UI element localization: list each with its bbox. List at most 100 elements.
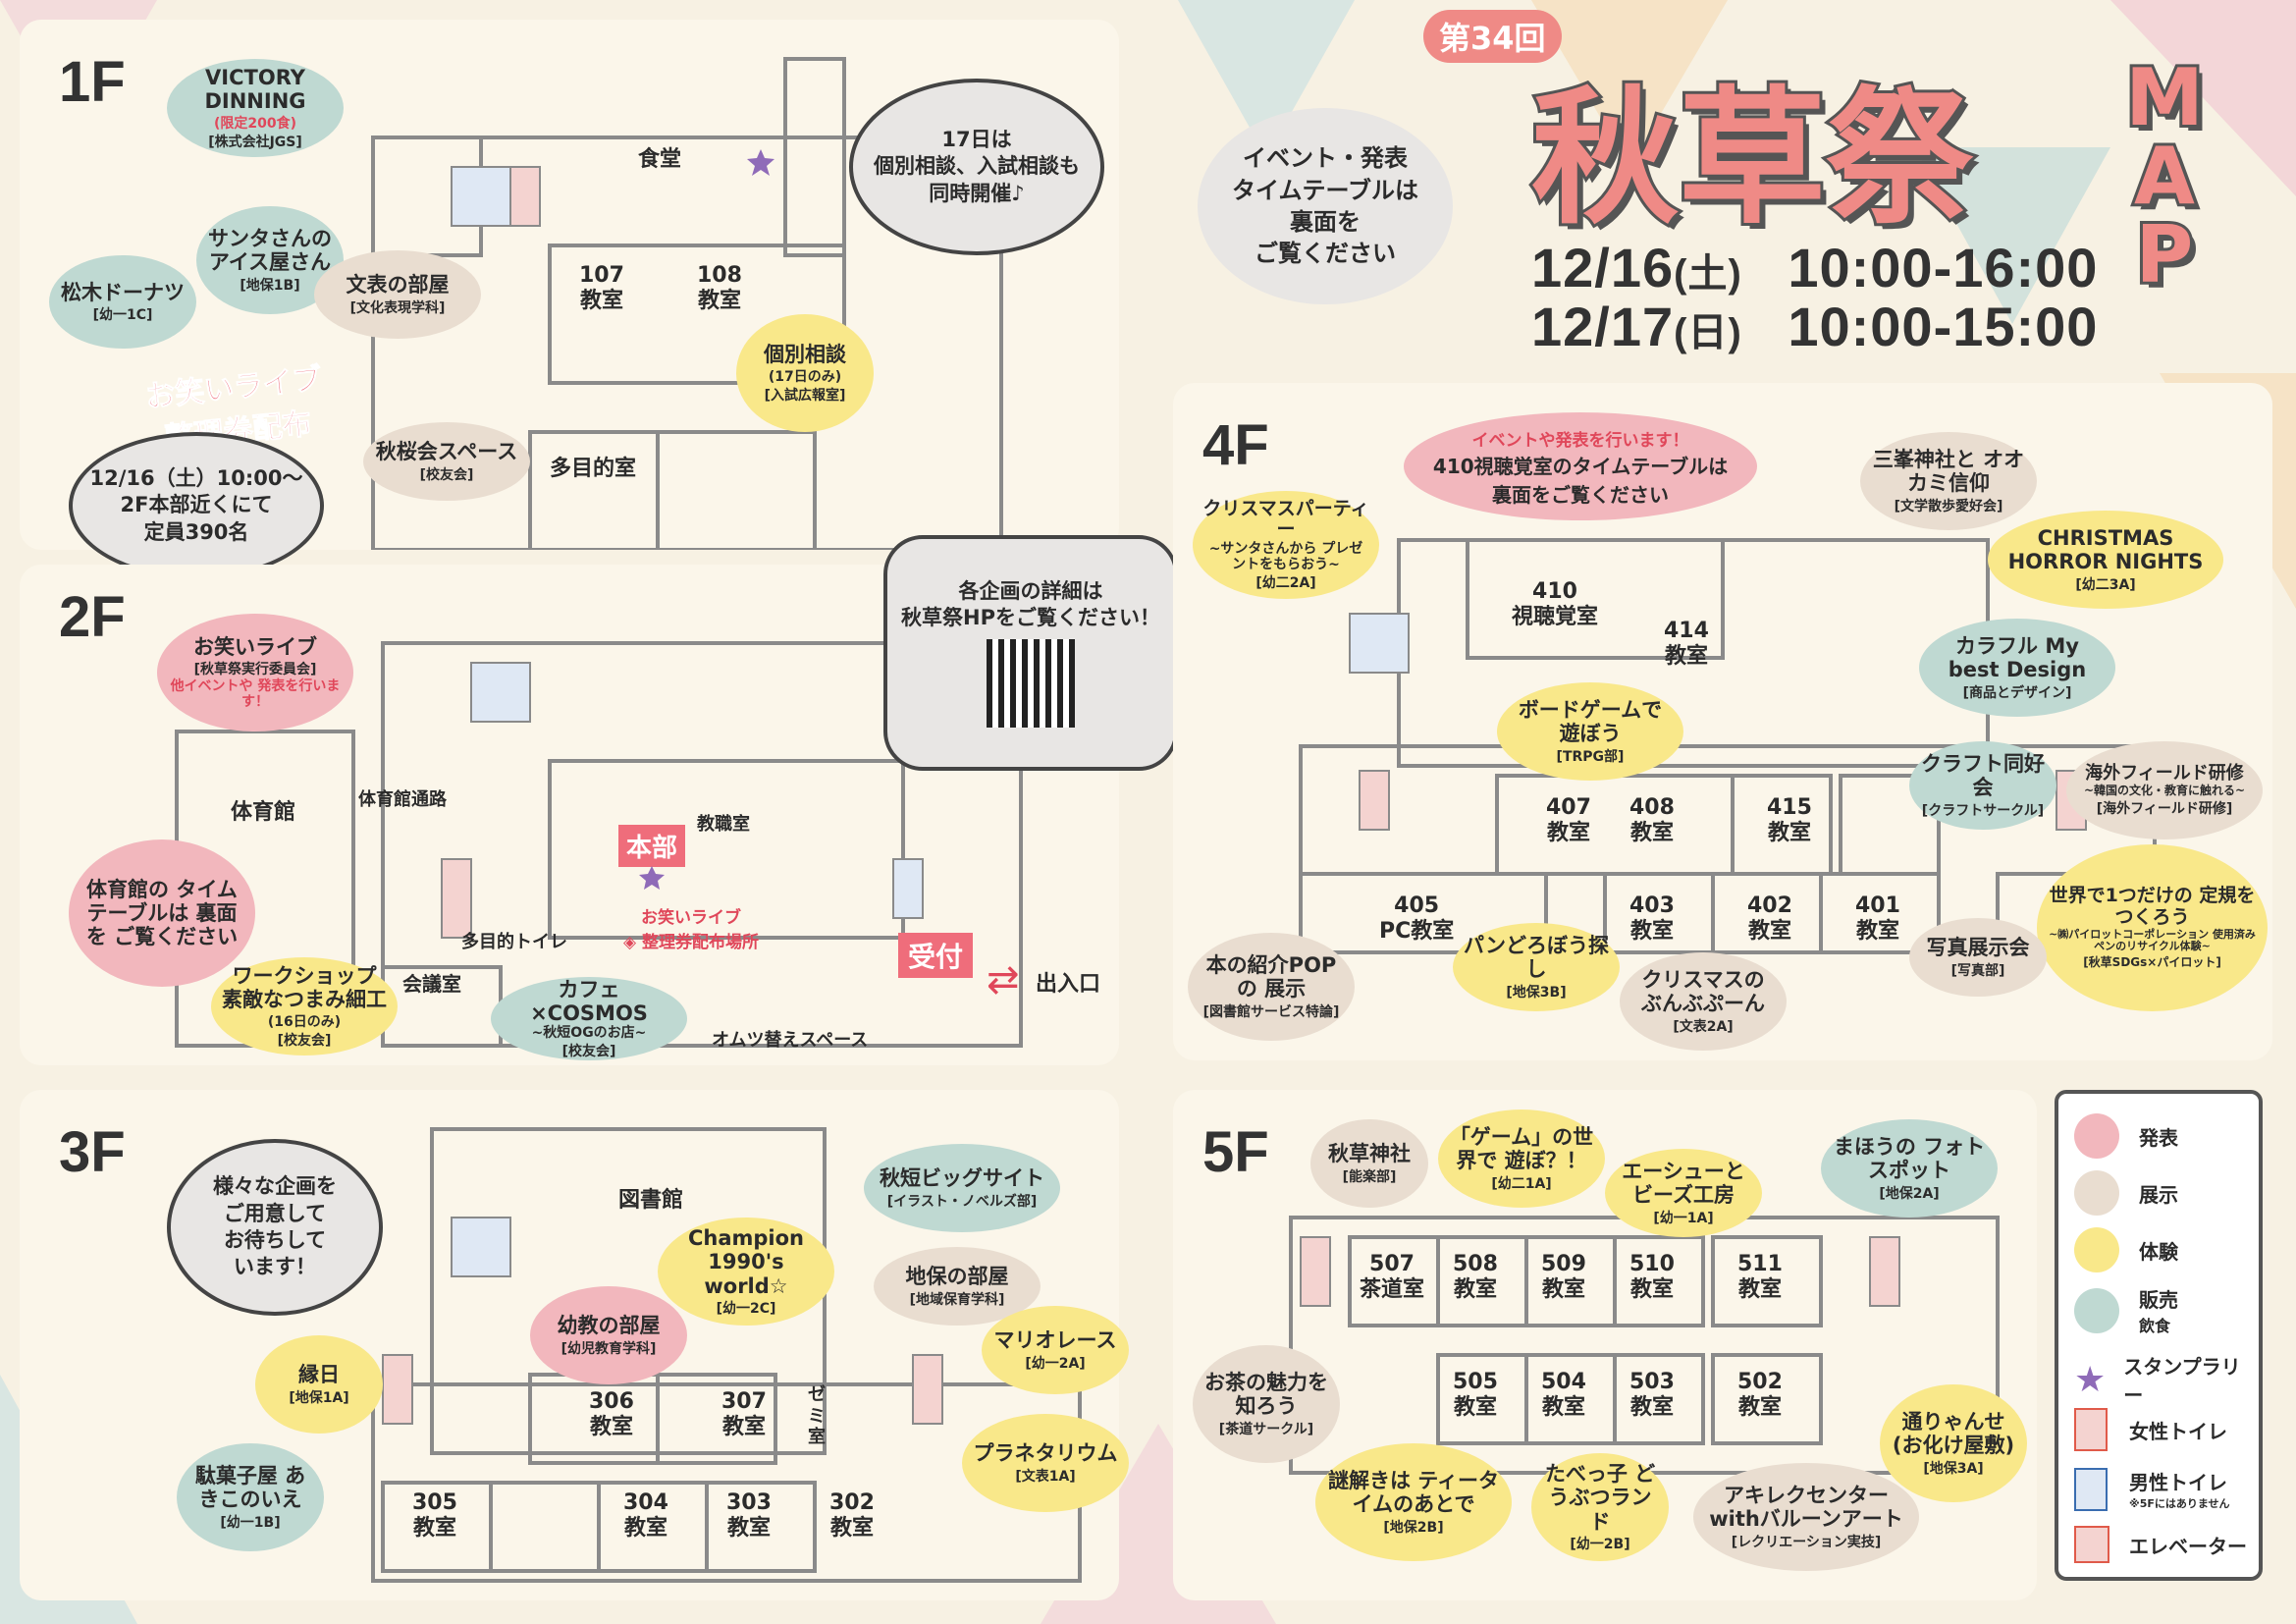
bubble-workshop-tsumami[interactable]: ワークショップ 素敵なつまみ細工 (16日のみ) [校友会] [211, 957, 398, 1056]
bubble-matsuki-donut[interactable]: 松木ドーナツ [幼一1C] [49, 255, 196, 349]
room-gym: 体育館 [231, 800, 296, 825]
bubble-photo-exhibit[interactable]: 写真展示会 [写真部] [1909, 918, 2047, 997]
bubble-bunpyo-room[interactable]: 文表の部屋 [文化表現学科] [314, 250, 481, 339]
room-504: 504 教室 [1541, 1370, 1586, 1421]
room-508: 508 教室 [1453, 1252, 1498, 1303]
floor-2f-panel: 2F 体育館 体育館通路 教職室 多目的トイレ 会議室 オムツ替えスペース 出入… [20, 535, 1178, 1065]
room-multipurpose-toilet: 多目的トイレ [461, 932, 567, 952]
bubble-tea-charm[interactable]: お茶の魅力を 知ろう [茶道サークル] [1193, 1345, 1340, 1463]
bubble-mitsumine-shrine[interactable]: 三峯神社と オオカミ信仰 [文学散歩愛好会] [1860, 432, 2037, 530]
bubble-ruler-making[interactable]: 世界で1つだけの 定規をつくろう ~㈱パイロットコーポレーション 使用済みペンの… [2037, 844, 2268, 1011]
timetable-note: イベント・発表 タイムテーブルは 裏面を ご覧ください [1198, 108, 1453, 304]
legend-presentation: 発表 [2074, 1113, 2178, 1159]
floor-label: 2F [59, 585, 126, 649]
bubble-chiho-room[interactable]: 地保の部屋 [地域保育学科] [874, 1247, 1041, 1326]
room-108: 108 教室 [697, 263, 742, 314]
female-toilet-icon [2074, 1408, 2108, 1451]
date-day2: 12/17(日) 10:00-15:00 [1531, 296, 2099, 357]
room-107: 107 教室 [579, 263, 624, 314]
bubble-overseas-field[interactable]: 海外フィールド研修 ~韓国の文化・教育に触れる~ [海外フィールド研修] [2066, 741, 2263, 839]
room-502: 502 教室 [1737, 1370, 1783, 1421]
room-402: 402 教室 [1747, 893, 1792, 945]
bubble-champion-1990[interactable]: Champion 1990's world☆ [幼一2C] [658, 1218, 834, 1326]
room-cafeteria: 食堂 [638, 147, 682, 172]
legend-sales: 販売飲食 [2074, 1284, 2178, 1336]
bubble-kobetsu-soudan[interactable]: 個別相談 (17日のみ) [入試広報室] [736, 314, 874, 432]
date-day1: 12/16(土) 10:00-16:00 [1531, 237, 2099, 298]
bubble-board-game[interactable]: ボードゲームで 遊ぼう [TRPG部] [1497, 682, 1683, 781]
edition-badge: 第34回 [1423, 10, 1562, 63]
room-408: 408 教室 [1629, 795, 1675, 846]
bubble-magic-photospot[interactable]: まほうの フォトスポット [地保2A] [1821, 1119, 1998, 1218]
room-403: 403 教室 [1629, 893, 1675, 945]
bubble-dagashiya[interactable]: 駄菓子屋 あきこのいえ [幼一1B] [177, 1443, 324, 1551]
room-507: 507 茶道室 [1360, 1252, 1425, 1303]
bubble-akireku-center[interactable]: アキレクセンター withバルーンアート [レクリエーション実技] [1693, 1463, 1919, 1571]
room-410: 410 視聴覚室 [1512, 579, 1599, 630]
room-gym-corridor: 体育館通路 [358, 789, 447, 810]
room-kyoshoku: 教職室 [697, 814, 750, 835]
bubble-yokyo-room[interactable]: 幼教の部屋 [幼児教育学科] [530, 1286, 687, 1384]
room-seminar: ゼミ室 [808, 1384, 826, 1448]
bubble-aceshoe-beads[interactable]: エーシューと ビーズ工房 [幼一1A] [1605, 1149, 1762, 1237]
callout-various-events: 様々な企画を ご用意して お待ちして います！ [167, 1139, 383, 1316]
star-icon [747, 149, 774, 176]
entrance-arrow-icon: ⇄ [987, 957, 1020, 1002]
bubble-akitan-bigsite[interactable]: 秋短ビッグサイト [イラスト・ノベルズ部] [864, 1144, 1060, 1232]
room-511: 511 教室 [1737, 1252, 1783, 1303]
room-509: 509 教室 [1541, 1252, 1586, 1303]
bubble-mario-race[interactable]: マリオレース [幼一2A] [982, 1306, 1129, 1394]
floor-2f-plan [175, 641, 1023, 1048]
bubble-nazotoki[interactable]: 謎解きは ティータイムのあとで [地保2B] [1315, 1443, 1512, 1561]
festival-title: 秋草祭 [1528, 71, 1976, 247]
bubble-book-pop[interactable]: 本の紹介POPの 展示 [図書館サービス特論] [1188, 933, 1355, 1041]
legend-male-toilet: 男性トイレ※5Fにはありません [2074, 1467, 2230, 1511]
room-510: 510 教室 [1629, 1252, 1675, 1303]
room-302: 302 教室 [829, 1490, 875, 1542]
room-401: 401 教室 [1855, 893, 1900, 945]
bubble-cafe-cosmos[interactable]: カフェ×COSMOS ~秋短OGのお店~ [校友会] [491, 977, 687, 1060]
legend-exhibit: 展示 [2074, 1170, 2178, 1216]
bubble-akikusa-shrine[interactable]: 秋草神社 [能楽部] [1310, 1119, 1428, 1208]
floor-5f-panel: 5F 507 茶道室 508 教室 509 教室 510 教室 511 教室 5… [1173, 1090, 2037, 1600]
room-304: 304 教室 [623, 1490, 668, 1542]
room-diaper: オムツ替えスペース [712, 1030, 869, 1051]
bubble-pandorobo[interactable]: パンどろぼう探し [地保3B] [1453, 923, 1620, 1011]
room-307: 307 教室 [721, 1389, 767, 1440]
legend-experience: 体験 [2074, 1227, 2178, 1272]
bubble-craft-club[interactable]: クラフト同好会 [クラフトサークル] [1909, 741, 2056, 830]
bubble-victory-dinning[interactable]: VICTORY DINNING (限定200食) [株式会社JGS] [167, 59, 344, 157]
floor-label: 3F [59, 1120, 126, 1184]
floor-1f-plan [371, 57, 1003, 550]
callout-hp-details: 各企画の詳細は 秋草祭HPをご覧ください！ [883, 535, 1178, 771]
bubble-tabekko[interactable]: たべっ子 どうぶつランド [幼一2B] [1531, 1453, 1669, 1561]
bubble-christmas-horror[interactable]: CHRISTMAS HORROR NIGHTS [幼二3A] [1988, 511, 2223, 609]
map-letters: M A P [2120, 56, 2209, 300]
bubble-owarai-live[interactable]: お笑いライブ [秋草祭実行委員会] 他イベントや 発表を行います！ [157, 614, 353, 731]
bubble-toryanse[interactable]: 通りゃんせ (お化け屋敷) [地保3A] [1880, 1384, 2027, 1502]
qr-code-icon[interactable] [987, 639, 1075, 729]
room-415: 415 教室 [1767, 795, 1812, 846]
room-tamokuteki: 多目的室 [550, 457, 637, 481]
bubble-planetarium[interactable]: プラネタリウム [文表1A] [962, 1414, 1129, 1512]
bubble-game-world[interactable]: 「ゲーム」の世界で 遊ぼ？！ [幼二1A] [1438, 1110, 1605, 1208]
map-letter-p: P [2133, 209, 2197, 300]
room-505: 505 教室 [1453, 1370, 1498, 1421]
floor-3f-panel: 3F 図書館 306 教室 307 教室 ゼミ室 305 教室 304 教室 3… [20, 1090, 1129, 1600]
room-library: 図書館 [618, 1188, 684, 1213]
star-icon [639, 866, 665, 890]
floor-4f-panel: 4F 410 視聴覚室 414 教室 407 教室 408 教室 415 教室 … [1173, 383, 2272, 1060]
bubble-colorful-design[interactable]: カラフル My best Design [商品とデザイン] [1919, 619, 2115, 717]
bubble-bunbupun[interactable]: クリスマスの ぶんぶぷーん [文表2A] [1620, 952, 1787, 1051]
legend-stamp-rally: ★スタンプラリー [2074, 1355, 2241, 1407]
bubble-gym-timetable[interactable]: 体育館の タイムテーブルは 裏面を ご覧ください [69, 839, 255, 987]
entrance-label: 出入口 [1036, 972, 1101, 997]
legend-female-toilet: 女性トイレ [2074, 1408, 2227, 1451]
room-meeting: 会議室 [402, 972, 461, 996]
callout-owarai-ticket: 12/16（土）10:00～ 2F本部近くにて 定員390名 [69, 432, 324, 579]
event-notice-410: イベントや発表を行います！ 410視聴覚室のタイムテーブルは 裏面をご覧ください [1404, 412, 1757, 520]
bubble-ennichi[interactable]: 縁日 [地保1A] [255, 1335, 383, 1434]
bubble-christmas-party[interactable]: クリスマスパーティー ~サンタさんから プレゼントをもらおう~ [幼二2A] [1193, 491, 1379, 599]
bubble-shuoukai[interactable]: 秋桜会スペース [校友会] [363, 422, 530, 501]
floor-label: 5F [1202, 1120, 1269, 1184]
